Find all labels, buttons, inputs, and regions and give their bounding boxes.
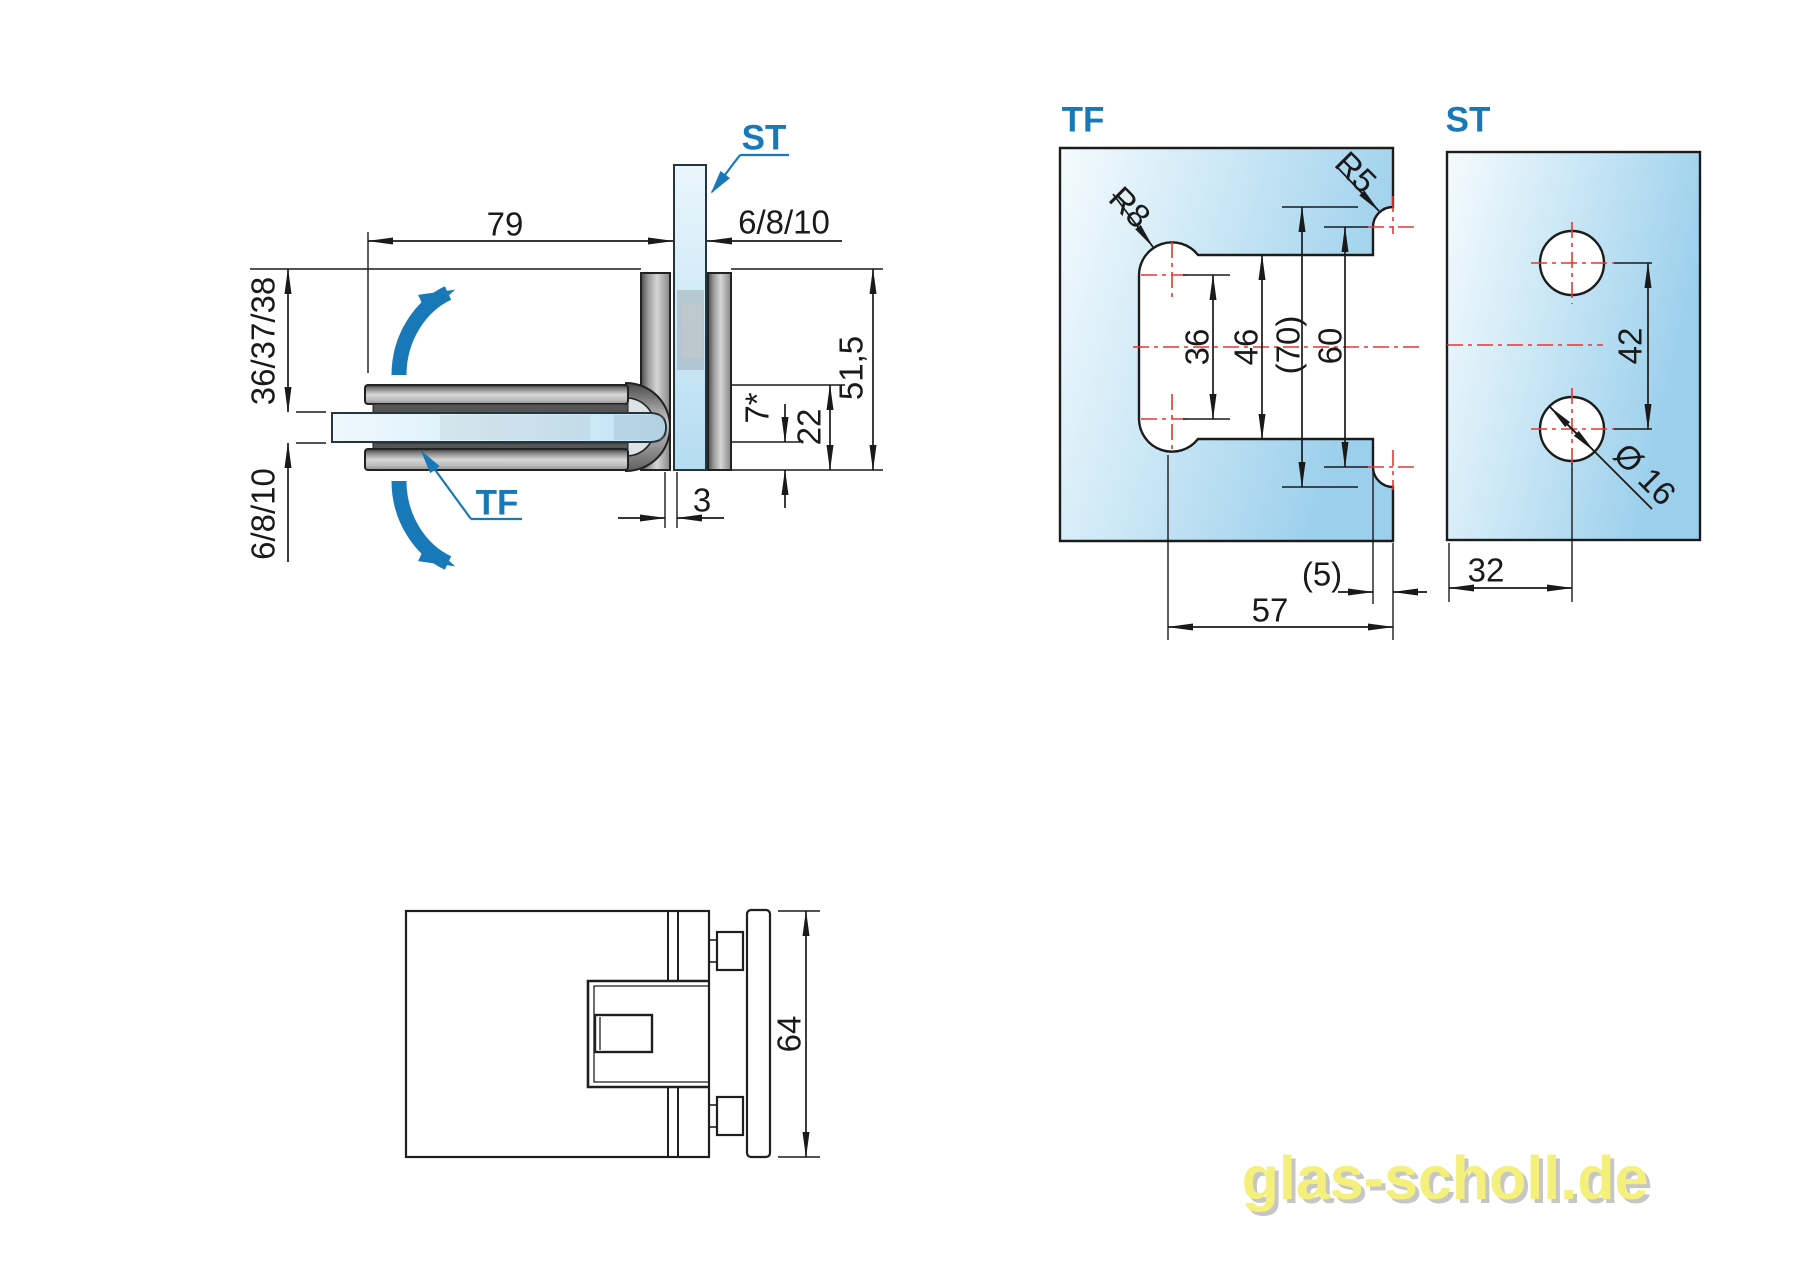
dim-glass-st: 6/8/10 — [738, 204, 830, 241]
dim-60: 60 — [1312, 328, 1349, 365]
wall-clamp-bar-right — [707, 272, 732, 471]
tf-panel-view: TF 36 46 (70) 60 R8 R5 — [1058, 101, 1427, 640]
label-st-panel: ST — [1446, 101, 1491, 140]
swing-arrow-up — [391, 286, 456, 376]
dim-5: (5) — [1302, 556, 1342, 593]
glass-panel-tf-side — [331, 412, 668, 443]
cutout-outline — [586, 979, 709, 1089]
glass-tint-1 — [440, 415, 590, 440]
glass-tint-2 — [614, 415, 664, 440]
label-st-side: ST — [742, 119, 787, 158]
clamp-block-inner — [682, 303, 703, 359]
watermark-shadow: glas-scholl.de — [1246, 1148, 1653, 1216]
dim-57: 57 — [1252, 592, 1289, 629]
hinge-body-front — [404, 909, 711, 1159]
front-view: 64 — [404, 908, 820, 1159]
watermark: glas-scholl.de glas-scholl.de — [1242, 1144, 1653, 1216]
swing-arrow-down — [391, 480, 456, 570]
dim-22: 22 — [791, 409, 828, 446]
dim-46: 46 — [1228, 329, 1265, 366]
cutout-tab — [593, 1013, 654, 1054]
wall-plate-front — [745, 908, 772, 1159]
dim-3: 3 — [693, 482, 711, 519]
dim-dia-arrow-2 — [1563, 420, 1595, 452]
label-tf-side: TF — [476, 484, 519, 523]
screw-boss-bottom — [715, 1095, 745, 1137]
dim-36-37-38: 36/37/38 — [245, 277, 282, 405]
dim-36: 36 — [1179, 329, 1216, 366]
screw-boss-top — [715, 930, 745, 972]
dim-51-5: 51,5 — [833, 336, 870, 400]
st-panel-view: ST 42 Ø 16 32 — [1445, 101, 1702, 602]
leader-r8 — [1112, 193, 1154, 248]
dim-64: 64 — [771, 1016, 808, 1053]
glass-panel-st — [1445, 150, 1702, 542]
door-clamp-plate-bottom — [364, 448, 629, 471]
side-view: 79 6/8/10 36/37/38 6/8/10 51,5 22 7* 3 S… — [245, 119, 883, 570]
label-st-leader — [710, 154, 741, 194]
dim-32: 32 — [1468, 552, 1505, 589]
dim-7: 7* — [739, 392, 776, 423]
watermark-text: glas-scholl.de — [1242, 1144, 1649, 1212]
dim-42: 42 — [1612, 328, 1649, 365]
leader-r5 — [1337, 167, 1380, 212]
door-clamp-plate-top — [364, 384, 629, 405]
dim-79: 79 — [487, 206, 524, 243]
gasket-top — [372, 403, 629, 414]
label-tf-leader — [420, 450, 472, 520]
dim-glass-tf: 6/8/10 — [245, 468, 282, 560]
label-tf-panel: TF — [1062, 101, 1105, 140]
dim-70: (70) — [1270, 316, 1307, 375]
